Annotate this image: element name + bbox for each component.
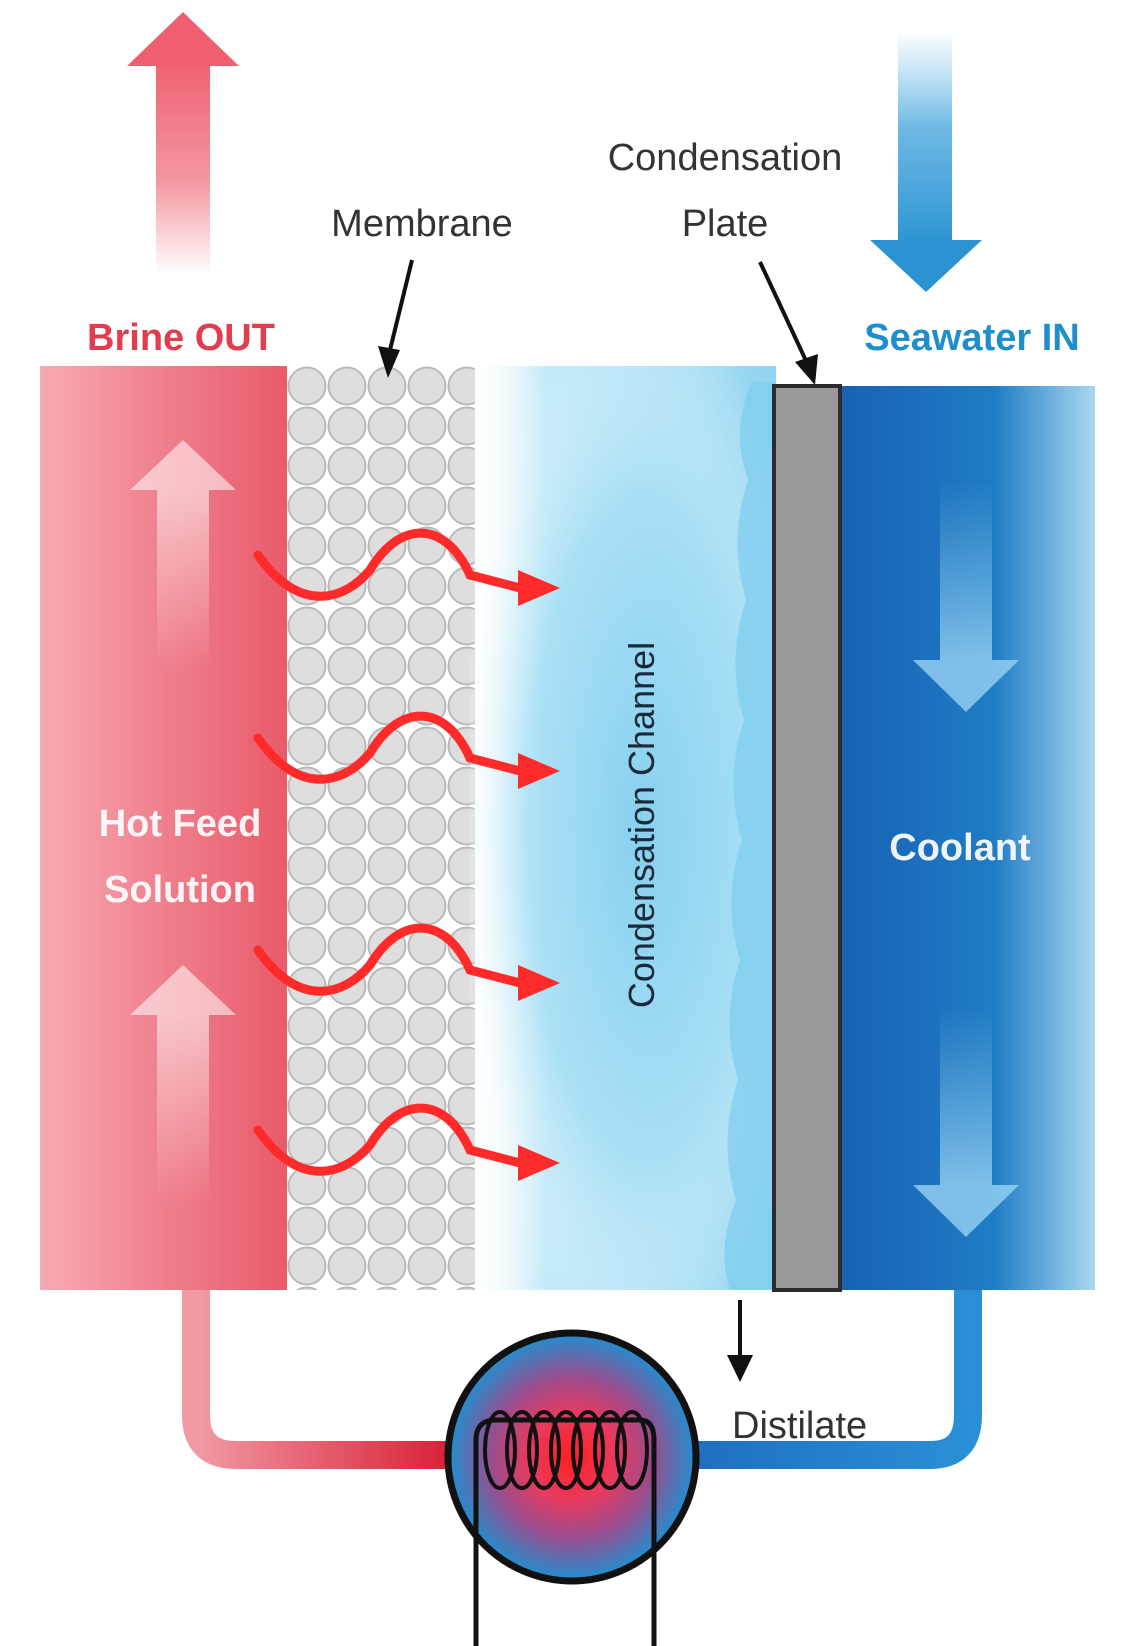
vapor-flow-arrow bbox=[253, 923, 560, 1001]
vapor-flow-arrow bbox=[253, 711, 560, 789]
membrane-label: Membrane bbox=[331, 203, 513, 245]
hot-feed-solution-label: Hot Feed bbox=[99, 803, 262, 845]
condensation-channel-label: Condensation Channel bbox=[621, 642, 662, 1008]
heating-coil-icon bbox=[444, 1329, 700, 1646]
brine-out-label: Brine OUT bbox=[87, 317, 275, 359]
feed-return-pipe bbox=[182, 1290, 452, 1469]
brine-out-arrow bbox=[127, 12, 239, 275]
hot-feed-solution-label: Solution bbox=[104, 869, 256, 911]
feed-flow-up-arrow bbox=[130, 440, 236, 670]
membrane bbox=[287, 366, 475, 1290]
coolant-outlet-pipe bbox=[688, 1290, 982, 1469]
plate-pointer-arrow bbox=[758, 261, 818, 385]
seawater-in-arrow bbox=[870, 30, 982, 292]
membrane-pointer-arrow bbox=[378, 259, 414, 378]
distillate-film bbox=[724, 382, 776, 1290]
condensation-plate bbox=[772, 384, 842, 1292]
vapor-flow-arrow bbox=[253, 528, 560, 606]
condensation-plate-label: Condensation bbox=[608, 137, 843, 179]
vapor-flow-arrow bbox=[253, 1103, 560, 1181]
coolant-label: Coolant bbox=[889, 827, 1031, 869]
coolant-flow-down-arrow bbox=[913, 1005, 1019, 1237]
distilate-label: Distilate bbox=[732, 1405, 867, 1447]
seawater-in-label: Seawater IN bbox=[864, 317, 1079, 359]
distillate-arrow bbox=[727, 1300, 753, 1382]
feed-flow-up-arrow bbox=[130, 965, 236, 1205]
coolant-flow-down-arrow bbox=[913, 480, 1019, 712]
condensation-plate-label: Plate bbox=[682, 203, 769, 245]
